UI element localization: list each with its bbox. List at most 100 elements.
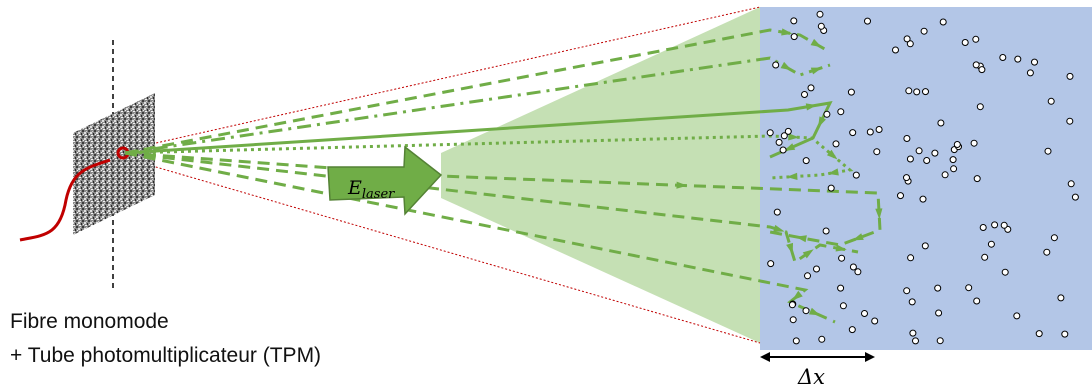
scattering-medium — [760, 7, 1092, 350]
fibre-detector-screen — [73, 93, 155, 235]
path-arrowhead — [810, 67, 823, 75]
particle — [920, 27, 928, 35]
particle — [848, 326, 856, 334]
particle — [987, 240, 995, 248]
particle — [936, 337, 944, 345]
path-arrowhead — [786, 172, 798, 180]
path-arrowhead — [795, 235, 807, 243]
path-arrowhead — [781, 28, 793, 36]
particle — [905, 87, 913, 95]
particle — [972, 35, 980, 43]
particle — [873, 148, 881, 156]
particle — [909, 329, 917, 337]
particle — [923, 157, 931, 164]
path-arrowhead — [852, 233, 864, 241]
particle — [847, 88, 855, 96]
particle — [908, 298, 916, 306]
path-arrowhead — [676, 181, 688, 189]
particle — [1066, 117, 1074, 125]
particle — [953, 141, 961, 148]
particle — [1071, 193, 1079, 201]
particle — [978, 66, 986, 74]
path-arrowhead — [875, 208, 883, 220]
particle — [897, 192, 904, 200]
path-arrowhead — [810, 38, 822, 48]
particle — [999, 54, 1007, 61]
particle — [1013, 312, 1021, 320]
particle — [906, 40, 914, 48]
particle — [1043, 248, 1051, 256]
particle — [1014, 55, 1022, 63]
depth-arrow-head-right — [865, 352, 875, 362]
particle — [981, 253, 989, 261]
particle — [790, 17, 798, 25]
path-arrowhead — [802, 249, 814, 259]
particle — [773, 208, 781, 216]
particle — [949, 156, 957, 164]
particle — [1050, 234, 1058, 242]
particle — [838, 254, 846, 262]
path-arrowhead — [818, 116, 826, 128]
particle — [784, 127, 792, 135]
particle — [871, 317, 879, 325]
path-arrowhead — [792, 290, 803, 301]
particle — [837, 284, 845, 292]
path-arrowhead — [773, 224, 785, 232]
fibre-cable — [19, 158, 111, 242]
particle — [1057, 294, 1065, 302]
particle — [903, 135, 911, 142]
particle — [780, 132, 788, 140]
laser-label: Elaser — [347, 177, 395, 202]
particle — [903, 287, 911, 295]
particle — [907, 254, 915, 262]
particle — [823, 110, 831, 118]
particle — [961, 39, 969, 46]
illumination-cone — [441, 7, 760, 343]
particle — [1026, 69, 1034, 77]
fibre-caption-line2: + Tube photomultiplicateur (TPM) — [10, 344, 322, 367]
scattering-path — [124, 151, 882, 247]
scattering-path — [124, 151, 859, 265]
particle — [976, 103, 984, 111]
particle — [790, 33, 798, 41]
particle — [1035, 330, 1043, 338]
particle — [973, 297, 981, 305]
depth-label: Δx — [797, 365, 825, 389]
particle — [802, 157, 810, 165]
path-arrowhead — [783, 143, 796, 151]
particle — [817, 22, 825, 30]
particle — [864, 17, 871, 25]
particle — [766, 129, 774, 137]
path-arrowhead — [788, 133, 800, 141]
particle — [1001, 268, 1009, 276]
particle — [1044, 147, 1052, 155]
particle — [789, 316, 797, 324]
laser-symbol: E — [347, 177, 362, 199]
particle — [779, 146, 787, 154]
particle — [915, 147, 923, 155]
particle — [892, 46, 899, 54]
particle — [792, 337, 800, 345]
particle — [839, 302, 847, 310]
particle — [801, 91, 808, 98]
scattering-path — [124, 101, 833, 159]
particle — [816, 10, 824, 18]
particle — [979, 224, 987, 231]
particle — [965, 284, 973, 292]
particle — [1067, 180, 1075, 188]
particle — [921, 242, 929, 250]
particle — [822, 227, 830, 235]
fibre-caption-line1: Fibre monomode — [10, 310, 169, 333]
path-arrowhead — [808, 307, 821, 316]
laser-arrow — [327, 145, 443, 216]
particle — [939, 18, 947, 26]
particle — [913, 88, 921, 96]
particle — [775, 138, 783, 146]
particle — [852, 171, 860, 179]
particle — [1000, 221, 1008, 229]
particle — [903, 174, 910, 182]
particle — [972, 61, 980, 69]
particle — [1066, 72, 1074, 80]
scattering-paths — [124, 28, 883, 324]
